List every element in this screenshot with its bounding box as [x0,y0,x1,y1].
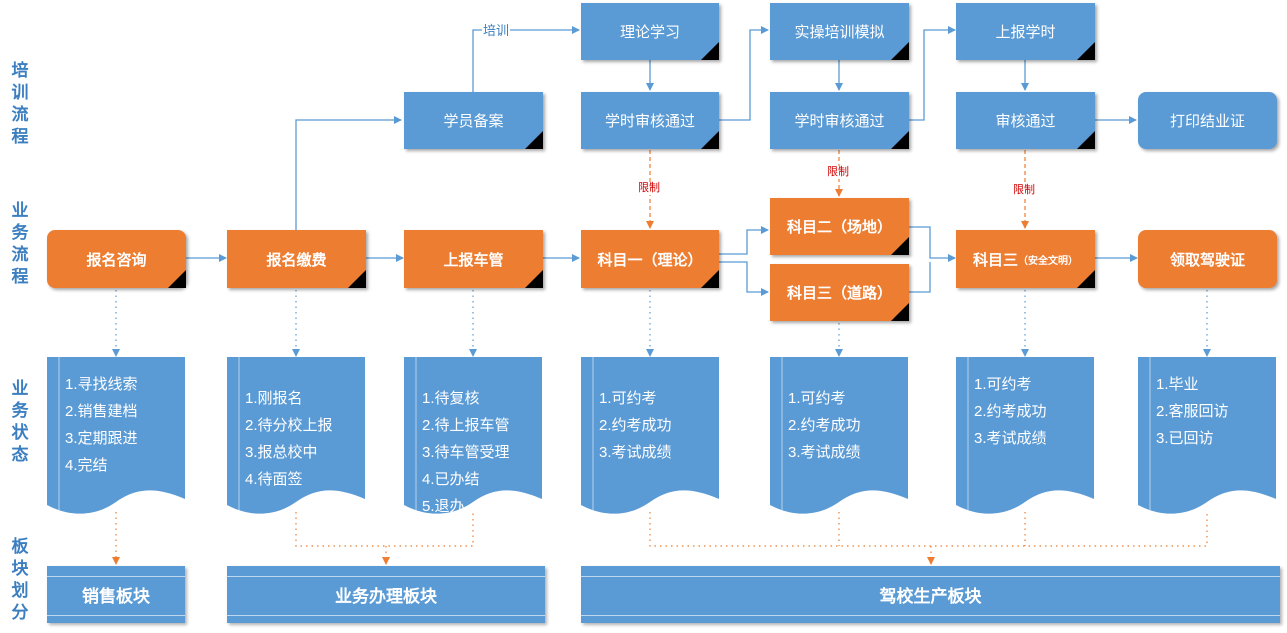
pay-label: 报名缴费 [266,251,327,269]
theory-study-box: 理论学习 [581,3,719,60]
consult-box: 报名咨询 [47,230,186,288]
status-item: 2.待上报车管 [422,417,510,434]
license-box: 领取驾驶证 [1138,230,1277,288]
status-item: 3.考试成绩 [599,444,672,461]
subject2-label: 科目二（场地） [786,219,892,236]
practice-sim-label: 实操培训模拟 [794,24,885,41]
status-doc-pay: 1.刚报名 2.待分校上报 3.报总校中 4.待面签 [227,357,365,517]
print-certificate-box: 打印结业证 [1138,92,1277,149]
production-block: 驾校生产板块 [581,566,1280,623]
status-item: 1.可约考 [788,390,846,407]
status-item: 2.约考成功 [788,417,861,434]
practice-sim-box: 实操培训模拟 [770,3,909,60]
lane-label-block: 板块划分 [11,537,29,622]
lane-label-training: 培训流程 [11,61,29,146]
status-item: 3.考试成绩 [974,430,1047,447]
status-item: 1.待复核 [422,390,480,407]
status-item: 2.约考成功 [599,417,672,434]
status-item: 4.待面签 [245,471,303,488]
report-hours-box: 上报学时 [956,3,1095,60]
limit-label-3: 限制 [1013,184,1035,197]
subject1-box: 科目一（理论） [581,230,719,288]
limit-label-1: 限制 [638,182,660,195]
report-dmv-label: 上报车管 [443,251,504,269]
status-item: 3.报总校中 [245,444,318,461]
status-doc-consult: 1.寻找线索 2.销售建档 3.定期跟进 4.完结 [47,357,185,517]
subject3-box: 科目三（安全文明） [956,230,1095,288]
status-list-subject23: 1.可约考 2.约考成功 3.考试成绩 [788,385,861,466]
production-block-label: 驾校生产板块 [879,587,982,606]
subject3-sublabel: （安全文明） [1018,255,1078,267]
hours-approved-label-1: 学时审核通过 [604,113,695,130]
theory-study-label: 理论学习 [619,24,680,41]
pay-box: 报名缴费 [227,230,366,288]
status-item: 1.可约考 [599,390,657,407]
subject3-road-label: 科目三（道路） [786,285,892,302]
status-list-subject3: 1.可约考 2.约考成功 3.考试成绩 [974,371,1047,452]
status-item: 3.定期跟进 [65,430,138,447]
business-block-label: 业务办理板块 [335,587,437,606]
status-item: 3.考试成绩 [788,444,861,461]
status-doc-subject23: 1.可约考 2.约考成功 3.考试成绩 [770,357,908,517]
hours-approved-label-2: 学时审核通过 [794,113,885,130]
sales-block: 销售板块 [47,566,185,623]
status-item: 2.约考成功 [974,403,1047,420]
status-list-license: 1.毕业 2.客服回访 3.已回访 [1156,371,1229,452]
status-doc-subject1: 1.可约考 2.约考成功 3.考试成绩 [581,357,719,517]
lane-label-business: 业务流程 [11,201,29,286]
status-doc-license: 1.毕业 2.客服回访 3.已回访 [1138,357,1276,517]
status-item: 5.退办 [422,498,465,515]
training-edge-label: 培训 [482,23,511,38]
subject1-label: 科目一（理论） [597,251,703,269]
subject2-box: 科目二（场地） [770,198,909,255]
status-list-consult: 1.寻找线索 2.销售建档 3.定期跟进 4.完结 [65,371,138,479]
status-doc-report: 1.待复核 2.待上报车管 3.待车管受理 4.已办结 5.退办 [404,357,542,515]
status-list-subject1: 1.可约考 2.约考成功 3.考试成绩 [599,385,672,466]
subject3-label: 科目三 [972,251,1018,269]
status-item: 3.已回访 [1156,430,1214,447]
report-hours-label: 上报学时 [995,24,1056,41]
status-item: 3.待车管受理 [422,444,510,461]
sales-block-label: 销售板块 [82,587,150,606]
status-item: 1.寻找线索 [65,376,138,393]
approved-label: 审核通过 [995,113,1056,130]
status-item: 4.完结 [65,457,108,474]
student-record-label: 学员备案 [443,113,504,130]
hours-approved-box-2: 学时审核通过 [770,92,909,149]
status-item: 1.毕业 [1156,376,1199,393]
status-item: 2.销售建档 [65,403,138,420]
status-item: 2.待分校上报 [245,417,333,434]
status-item: 1.可约考 [974,376,1032,393]
consult-label: 报名咨询 [86,251,147,269]
license-label: 领取驾驶证 [1169,251,1245,269]
hours-approved-box-1: 学时审核通过 [581,92,719,149]
subject3-road-box: 科目三（道路） [770,264,909,321]
lane-label-status: 业务状态 [11,379,29,464]
status-doc-subject3: 1.可约考 2.约考成功 3.考试成绩 [956,357,1094,517]
status-item: 4.已办结 [422,471,480,488]
limit-label-2: 限制 [827,166,849,179]
status-list-pay: 1.刚报名 2.待分校上报 3.报总校中 4.待面签 [245,385,333,493]
report-dmv-box: 上报车管 [404,230,543,288]
business-block: 业务办理板块 [227,566,545,623]
status-item: 1.刚报名 [245,390,303,407]
print-certificate-label: 打印结业证 [1169,113,1245,130]
approved-box: 审核通过 [956,92,1095,149]
student-record-box: 学员备案 [404,92,543,149]
status-list-report: 1.待复核 2.待上报车管 3.待车管受理 4.已办结 5.退办 [422,385,510,515]
status-item: 2.客服回访 [1156,403,1229,420]
